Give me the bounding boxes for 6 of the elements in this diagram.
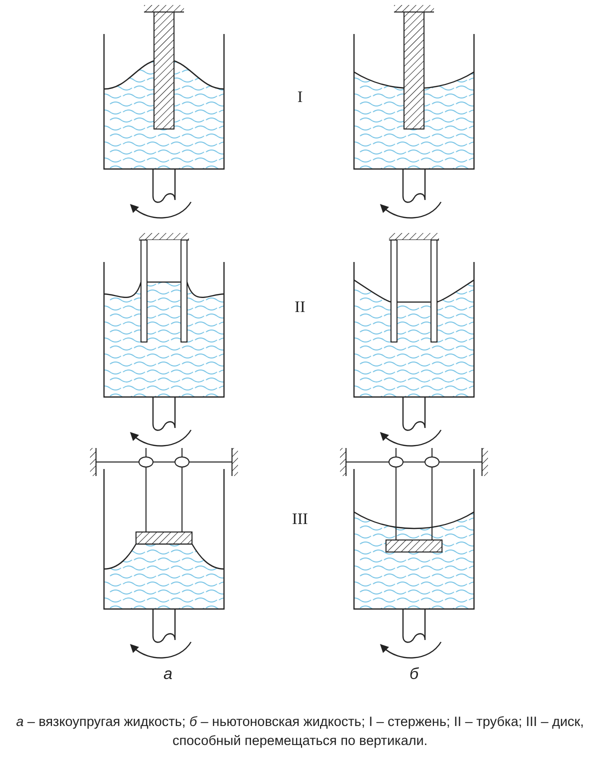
column-label: б [408,667,420,683]
row-label: III [291,512,309,528]
row-label: II [294,300,306,316]
column-label: а [162,667,174,683]
caption: а – вязкоупругая жидкость; б – ньютоновская жидкость; I – стержень; II – трубка; III – диск, способный перемещаться по вертикали. [15,713,585,750]
row-label: I [296,90,304,106]
